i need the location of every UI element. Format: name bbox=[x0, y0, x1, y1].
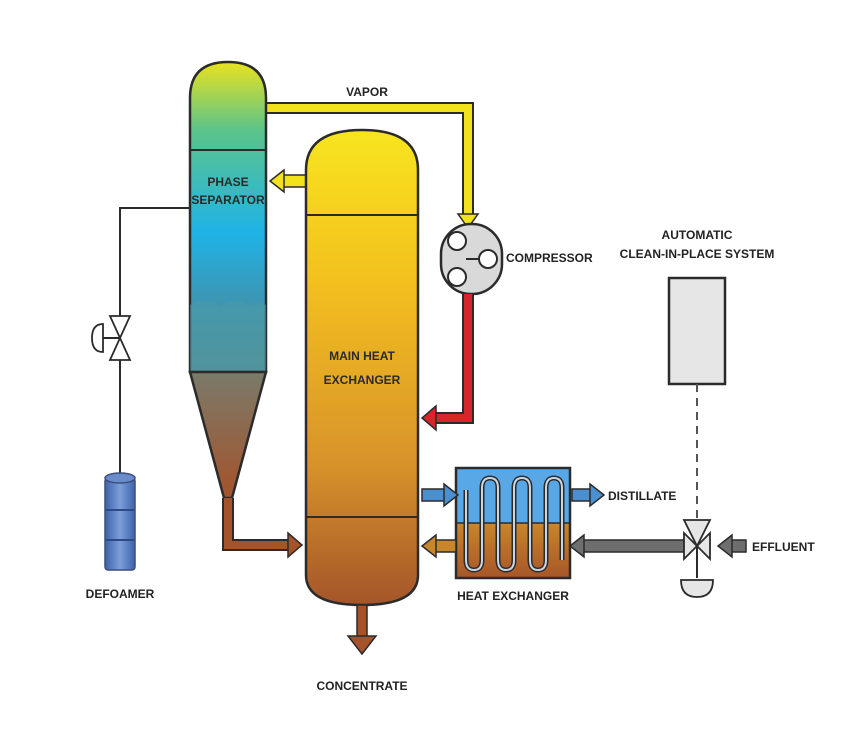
defoamer-label: DEFOAMER bbox=[86, 587, 155, 601]
defoamer-drum-icon bbox=[104, 472, 136, 571]
vapor-label: VAPOR bbox=[346, 85, 388, 99]
concentrate-label: CONCENTRATE bbox=[316, 679, 407, 693]
heat-exchanger-label: HEAT EXCHANGER bbox=[457, 589, 569, 603]
effluent-line bbox=[568, 533, 685, 559]
compressor-icon bbox=[439, 222, 504, 296]
heat-exchanger bbox=[454, 466, 572, 580]
main-heat-exchanger: MAIN HEAT EXCHANGER bbox=[304, 128, 420, 607]
distillate-in-arrow bbox=[421, 482, 460, 508]
cip-label-2: CLEAN-IN-PLACE SYSTEM bbox=[620, 247, 775, 261]
feed-arrow bbox=[420, 533, 457, 559]
effluent-in-arrow bbox=[716, 533, 747, 559]
phase-separator-label-2: SEPARATOR bbox=[191, 193, 265, 207]
defoamer-line bbox=[119, 207, 190, 475]
distillate-out-arrow bbox=[571, 482, 606, 508]
effluent-label: EFFLUENT bbox=[752, 540, 815, 554]
cip-label-1: AUTOMATIC bbox=[662, 228, 733, 242]
defoamer-valve-icon bbox=[91, 315, 132, 361]
vapor-return-arrow bbox=[268, 168, 307, 194]
phase-separator: PHASE SEPARATOR bbox=[188, 60, 268, 500]
concentrate-outlet bbox=[346, 604, 378, 656]
main-heat-exchanger-label-2: EXCHANGER bbox=[324, 373, 401, 387]
three-way-valve-icon bbox=[680, 519, 714, 598]
cip-system-box bbox=[667, 276, 727, 386]
compressed-vapor-line bbox=[420, 294, 474, 432]
vapor-line bbox=[266, 102, 480, 230]
concentrate-recycle-line bbox=[222, 498, 304, 559]
main-heat-exchanger-label-1: MAIN HEAT bbox=[329, 349, 395, 363]
phase-separator-label-1: PHASE bbox=[207, 175, 248, 189]
compressor-label: COMPRESSOR bbox=[506, 251, 593, 265]
distillate-label: DISTILLATE bbox=[608, 489, 676, 503]
